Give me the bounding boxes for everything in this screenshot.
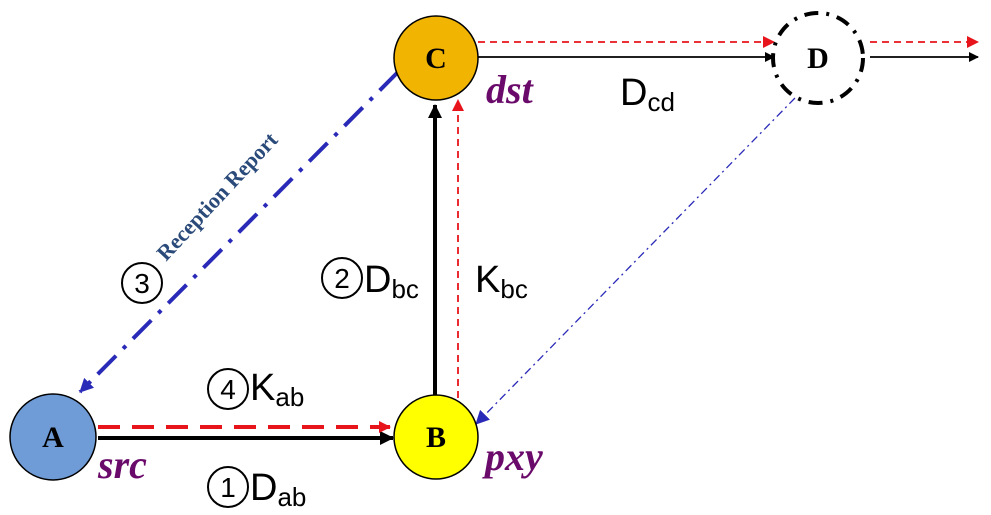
step-4-number: 4 [220,374,236,405]
node-a: A [9,393,97,481]
node-c: C [393,15,479,101]
label-step-4-kab: 4 Kab [207,367,304,412]
node-c-label: C [425,42,447,75]
role-dst-label: dst [486,67,535,112]
step-2-circle [321,257,363,299]
node-b-label: B [426,421,446,454]
label-step-1-dab: 1 Dab [207,466,306,512]
label-step-2-dbc: 2 Dbc [321,257,419,304]
node-d: D [771,11,865,105]
kab-label: Kab [250,367,304,412]
edge-d-to-b-report [475,97,796,425]
step-1-circle [207,466,249,508]
reception-report-label: Reception Report [151,127,283,266]
step-2-number: 2 [334,263,350,294]
dab-label: Dab [250,467,306,512]
edge-c-to-a-report [78,70,400,394]
step-3-number: 3 [134,268,150,299]
role-src-label: src [97,442,147,487]
kbc-label: Kbc [475,259,528,304]
node-a-label: A [42,421,64,454]
dbc-label: Dbc [364,259,419,304]
step-3-circle [121,262,163,304]
dcd-label: Dcd [620,72,675,117]
node-d-label: D [807,42,829,75]
step-1-number: 1 [220,472,236,503]
role-pxy-label: pxy [482,434,543,479]
step-4-circle [207,368,249,410]
node-b: B [393,394,479,480]
label-step-3-report: 3 Reception Report [121,127,283,304]
